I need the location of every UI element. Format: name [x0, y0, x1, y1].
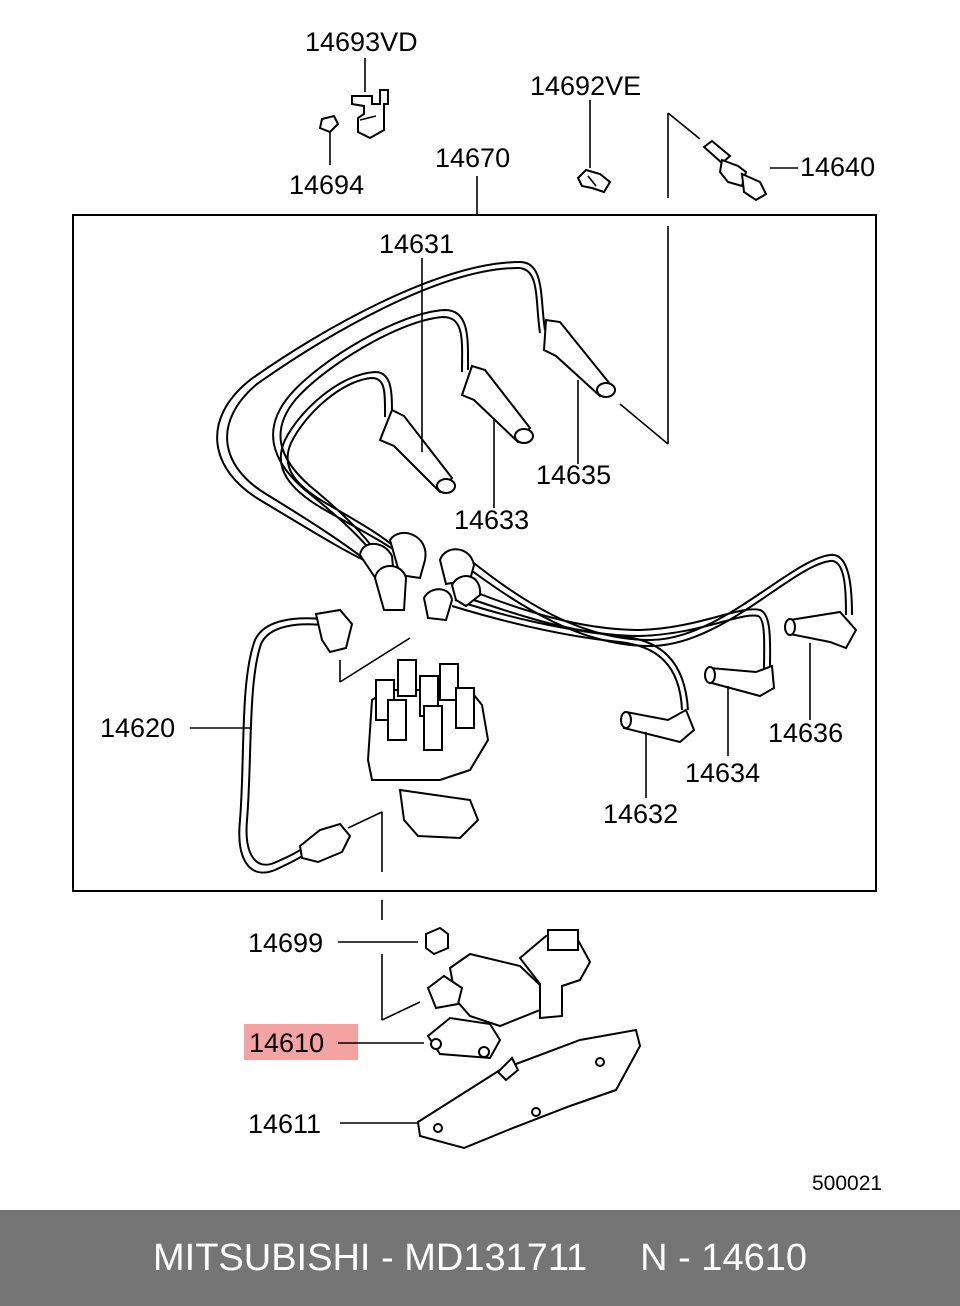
part-14692VE-clip[interactable]	[576, 100, 612, 194]
label-14635[interactable]: 14635	[536, 460, 611, 490]
parts-diagram: 14693VD 14694 14692VE 14640 14670 14631 …	[72, 27, 882, 1195]
cable-14620-boots[interactable]	[190, 608, 354, 864]
cable-boot-14631[interactable]	[378, 258, 456, 494]
label-14620[interactable]: 14620	[100, 713, 175, 743]
label-14610[interactable]: 14610	[249, 1028, 324, 1058]
part-info-footer: MITSUBISHI - MD131711 N - 14610	[0, 1210, 960, 1306]
label-14631[interactable]: 14631	[379, 229, 454, 259]
cable-boot-14632[interactable]	[620, 708, 696, 798]
cable-boot-14634[interactable]	[704, 664, 776, 756]
label-14670[interactable]: 14670	[435, 143, 510, 173]
label-14634[interactable]: 14634	[685, 758, 760, 788]
part-14699-bolt[interactable]	[338, 900, 449, 956]
label-14633[interactable]: 14633	[454, 505, 529, 535]
part-14610-ignition-coil[interactable]	[381, 929, 592, 1060]
part-14640-spark-plug[interactable]	[667, 112, 798, 202]
part-14610-highlight	[244, 1024, 358, 1060]
label-14694[interactable]: 14694	[289, 170, 364, 200]
diagram-code: 500021	[812, 1172, 882, 1195]
distributor-cap[interactable]	[339, 637, 490, 872]
cable-boot-14636[interactable]	[784, 610, 858, 720]
cable-boot-14633[interactable]	[460, 364, 534, 508]
label-14693VD[interactable]: 14693VD	[305, 27, 418, 57]
label-14632[interactable]: 14632	[603, 799, 678, 829]
label-14611[interactable]: 14611	[248, 1109, 321, 1139]
part-14611-bracket[interactable]	[340, 1028, 642, 1150]
part-14694-bolt[interactable]	[318, 114, 340, 165]
cable-boot-14635[interactable]	[542, 226, 669, 464]
distributor-cable-boots	[358, 531, 482, 622]
ignition-cables	[216, 260, 853, 874]
label-14692VE[interactable]: 14692VE	[530, 71, 641, 101]
label-14636[interactable]: 14636	[768, 718, 843, 748]
label-14699[interactable]: 14699	[248, 928, 323, 958]
part-14693VD-bracket[interactable]	[351, 58, 389, 140]
footer-text: MITSUBISHI - MD131711 N - 14610	[153, 1236, 807, 1279]
ignition-cable-set-box	[72, 214, 877, 892]
label-14640[interactable]: 14640	[800, 152, 875, 182]
